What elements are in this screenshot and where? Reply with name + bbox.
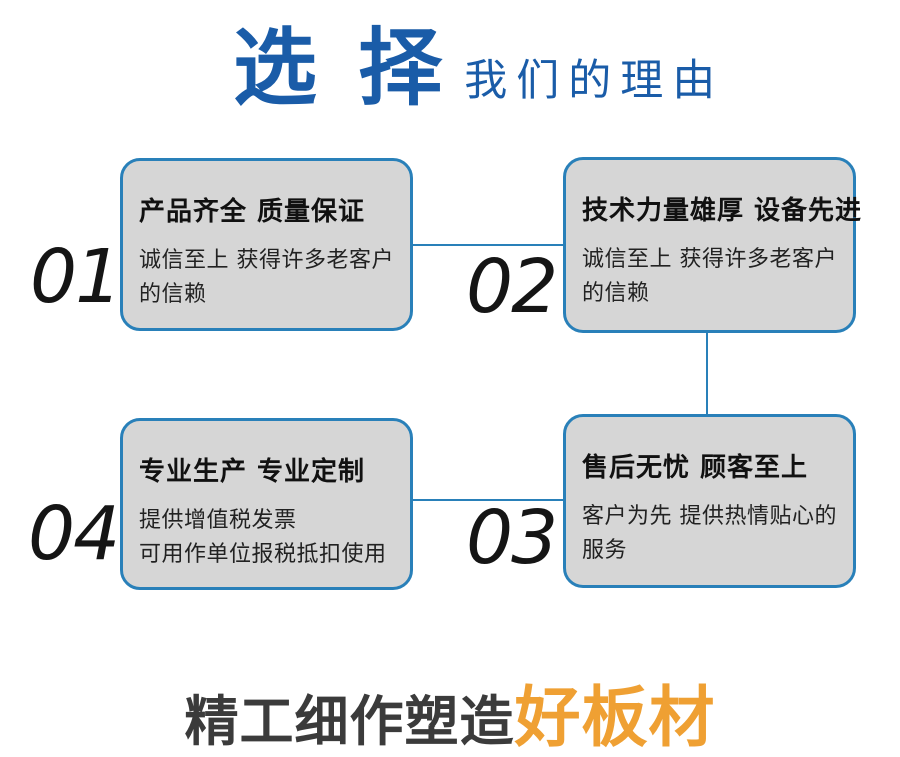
card-description: 客户为先 提供热情贴心的 服务 bbox=[582, 504, 837, 564]
footer-tagline-gray: 精工细作塑造 bbox=[184, 690, 515, 753]
title-sub: 我们的理由 bbox=[464, 56, 725, 106]
card-after-sales: 售后无忧 顾客至上 客户为先 提供热情贴心的 服务 bbox=[563, 414, 856, 588]
footer-tagline: 精工细作塑造好板材 bbox=[0, 664, 900, 757]
card-description: 诚信至上 获得许多老客户 的信赖 bbox=[139, 248, 394, 308]
step-number-04: 04 bbox=[28, 491, 120, 577]
connector-line-top bbox=[411, 244, 565, 246]
card-title: 专业生产 专业定制 bbox=[139, 457, 366, 487]
title-main: 选 择 bbox=[233, 19, 449, 117]
card-product-quality: 产品齐全 质量保证 诚信至上 获得许多老客户 的信赖 bbox=[120, 158, 413, 331]
step-number-01: 01 bbox=[30, 234, 122, 320]
card-title: 售后无忧 顾客至上 bbox=[582, 453, 809, 483]
connector-line-bottom bbox=[411, 499, 565, 501]
step-number-02: 02 bbox=[466, 244, 558, 330]
connector-line-vertical bbox=[706, 331, 708, 416]
card-description: 诚信至上 获得许多老客户 的信赖 bbox=[582, 247, 837, 307]
page-title: 选 择 我们的理由 bbox=[233, 26, 724, 110]
step-number-03: 03 bbox=[466, 495, 558, 581]
card-title: 产品齐全 质量保证 bbox=[139, 197, 366, 227]
card-description: 提供增值税发票 可用作单位报税抵扣使用 bbox=[139, 508, 387, 568]
card-professional-custom: 专业生产 专业定制 提供增值税发票 可用作单位报税抵扣使用 bbox=[120, 418, 413, 590]
card-title: 技术力量雄厚 设备先进 bbox=[582, 196, 863, 226]
footer-tagline-orange: 好板材 bbox=[514, 679, 716, 756]
card-technology-equipment: 技术力量雄厚 设备先进 诚信至上 获得许多老客户 的信赖 bbox=[563, 157, 863, 333]
